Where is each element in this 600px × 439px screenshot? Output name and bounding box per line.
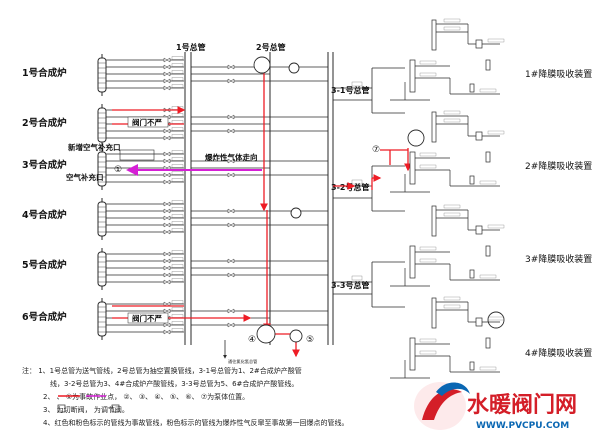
header-label-sub3: 3-3号总管: [331, 280, 369, 290]
furnace-label-2: 2号合成炉: [22, 117, 67, 129]
furnace-tower: [97, 104, 107, 146]
air-inlet-label: 空气补充口: [66, 172, 104, 182]
vent-label: 通往氯化氢总管: [228, 358, 257, 365]
circle-number-5: ⑤: [306, 335, 314, 345]
main-headers: [184, 52, 334, 345]
furnace-tower: [97, 54, 107, 96]
pipe-rows: [106, 56, 405, 335]
watermark-url: WWW.PVCPU.COM: [476, 421, 569, 431]
note-line-3: 2、 、 ①为事故作业点， ②、 ③、 ④、 ⑤、 ⑥、 ⑦为泵体位置。: [43, 392, 249, 401]
brand-logo-icon: [422, 389, 462, 420]
furnace-tower: [97, 148, 107, 190]
furnace-tower: [97, 198, 107, 240]
unit-label-4: 4#降膜吸收装置: [525, 347, 592, 359]
pump-circles: [253, 56, 505, 344]
furnace-label-5: 5号合成炉: [22, 259, 67, 271]
absorber-group: [390, 18, 505, 101]
note-line-5: 4、红色和粉色标示的管线为事故管线，粉色标示的管线为爆炸性气反窜至事故第一回爆点…: [43, 418, 348, 427]
note-line-1: 注： 1、1号总管为送气管线，2号总管为抽空置换管线，3-1号总管为1、2#合成…: [22, 366, 302, 375]
circle-number-1: ①: [114, 165, 122, 175]
watermark: 水暖阀门网 WWW.PVCPU.COM: [414, 382, 577, 431]
absorber-group: [390, 296, 505, 379]
furnace-label-4: 4号合成炉: [22, 209, 67, 221]
air-inlet-new-label: 新增空气补充口: [68, 142, 121, 152]
furnace-label-6: 6号合成炉: [22, 311, 67, 323]
watermark-brand: 水暖阀门网: [467, 392, 577, 418]
furnace-tower: [97, 298, 107, 340]
unit-label-3: 3#降膜吸收装置: [525, 253, 592, 265]
regulating-valve-icon: [111, 404, 120, 413]
air-inlet-box: [119, 149, 155, 161]
valve-stuck-label-1: 阀门不严: [132, 117, 162, 127]
furnace-towers: [97, 54, 107, 340]
unit-label-1: 1#降膜吸收装置: [525, 68, 592, 80]
header-label-1: 1号总管: [176, 42, 206, 52]
note-line-4: 3、 为切断阀， 为调节阀。: [43, 405, 129, 414]
explosive-direction-label: 爆炸性气体走向: [205, 152, 258, 162]
absorber-group: [390, 204, 505, 287]
furnace-label-1: 1号合成炉: [22, 67, 67, 79]
circle-number-7: ⑦: [372, 145, 380, 155]
circle-number-4: ④: [248, 335, 256, 345]
unit-label-2: 2#降膜吸收装置: [525, 160, 592, 172]
furnace-tower: [97, 248, 107, 290]
note-line-2: 线，3-2号总管为3、4#合成炉产酸管线，3-3号总管为5、6#合成炉产酸管线。: [50, 379, 298, 388]
notes: 注： 1、1号总管为送气管线，2号总管为抽空置换管线，3-1号总管为1、2#合成…: [22, 366, 348, 427]
header-label-sub2: 3-2号总管: [331, 182, 369, 192]
header-label-2: 2号总管: [256, 42, 286, 52]
furnace-label-3: 3号合成炉: [22, 159, 67, 171]
cutoff-valve-icon: [57, 404, 66, 413]
absorption-units: [390, 18, 505, 379]
absorber-group: [390, 110, 505, 193]
header-label-sub1: 3-1号总管: [331, 85, 369, 95]
valve-stuck-label-2: 阀门不严: [132, 313, 162, 323]
